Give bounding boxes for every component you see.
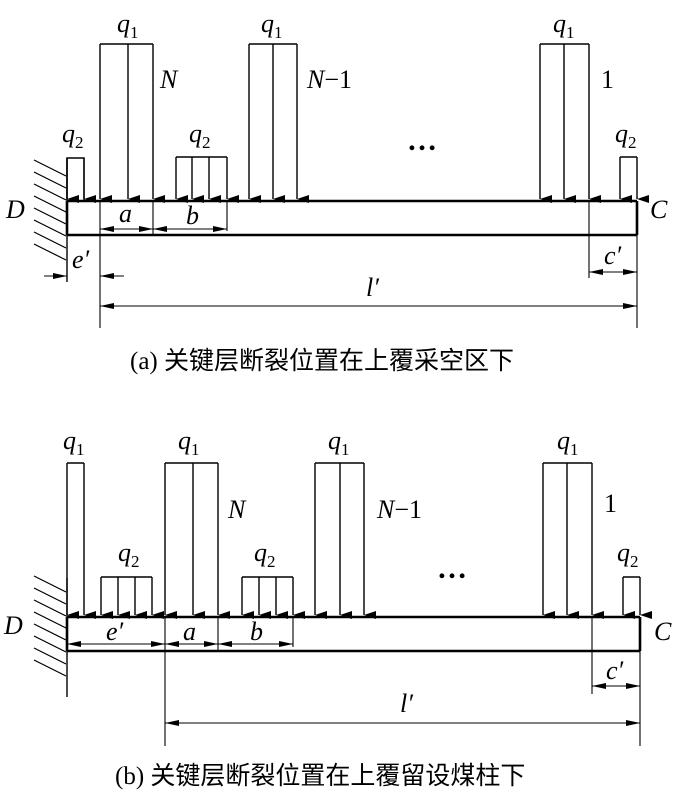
load-q2-left xyxy=(100,576,164,619)
label-q2-left: q2 xyxy=(118,538,140,571)
label-D: D xyxy=(3,611,23,640)
label-q1-N-minus-1: q1 xyxy=(261,9,283,42)
label-q1-N: q1 xyxy=(178,426,200,459)
load-q1-group-1 xyxy=(542,462,604,619)
label-q2-middle: q2 xyxy=(254,538,276,571)
label-C: C xyxy=(654,617,672,646)
load-q1-left xyxy=(66,462,96,619)
load-q1-group-1 xyxy=(539,43,601,203)
label-q2-right: q2 xyxy=(615,119,637,152)
label-D: D xyxy=(5,195,25,224)
label-group-1: 1 xyxy=(601,65,614,94)
caption-a: (a) 关键层断裂位置在上覆采空区下 xyxy=(130,347,514,375)
key-layer-beam xyxy=(65,615,642,653)
dim-a-label: a xyxy=(183,617,196,646)
label-q2-middle: q2 xyxy=(189,119,211,152)
load-q2-middle xyxy=(241,576,305,619)
label-q1-1: q1 xyxy=(557,426,579,459)
label-q1-1: q1 xyxy=(553,9,575,42)
fixed-support-hatch xyxy=(33,575,67,677)
label-group-N-minus-1: N−1 xyxy=(376,495,422,524)
dim-b-label: b xyxy=(250,617,263,646)
panel-b: q1 q2 q1 N q2 xyxy=(3,426,672,790)
label-q1-left: q1 xyxy=(63,426,85,459)
dim-l-label: l′ xyxy=(366,273,379,302)
fixed-support-hatch xyxy=(33,159,67,261)
label-q2-right: q2 xyxy=(617,538,639,571)
dim-b-label: b xyxy=(186,201,199,230)
label-q2-left: q2 xyxy=(62,119,84,152)
dim-a-label: a xyxy=(119,199,132,228)
load-q2-middle xyxy=(175,156,239,203)
dim-l-label: l′ xyxy=(400,689,413,718)
load-q2-right xyxy=(622,576,652,619)
label-q1-N: q1 xyxy=(117,9,139,42)
panel-a: q2 q1 N q2 q1 N−1 … xyxy=(5,9,668,375)
load-q1-group-N xyxy=(99,43,165,203)
load-q1-group-N xyxy=(164,462,230,619)
label-group-N: N xyxy=(159,65,179,94)
load-q2-left xyxy=(66,157,96,203)
dim-c-label: c′ xyxy=(604,241,622,270)
load-q1-group-N-minus-1 xyxy=(248,43,309,203)
label-group-1: 1 xyxy=(604,489,617,518)
ellipsis: … xyxy=(437,552,467,585)
load-q1-group-N-minus-1 xyxy=(314,462,376,619)
dim-e-label: e′ xyxy=(72,245,90,274)
label-C: C xyxy=(650,195,668,224)
load-q2-right xyxy=(619,156,649,203)
label-q1-N-minus-1: q1 xyxy=(328,426,350,459)
dim-e-label: e′ xyxy=(106,617,124,646)
ellipsis: … xyxy=(407,124,437,157)
dim-c-label: c′ xyxy=(606,656,624,685)
label-group-N: N xyxy=(227,495,247,524)
label-group-N-minus-1: N−1 xyxy=(306,65,352,94)
caption-b: (b) 关键层断裂位置在上覆留设煤柱下 xyxy=(115,762,525,790)
